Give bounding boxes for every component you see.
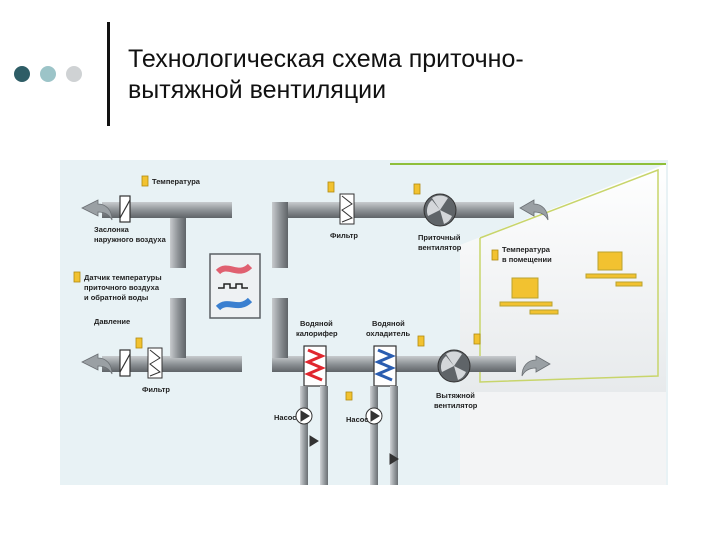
slide-title: Технологическая схема приточно- вытяжной… [128,44,688,106]
label-sensor-3: и обратной воды [84,293,148,302]
label-pressure: Давление [94,317,130,326]
label-temperature: Температура [152,177,201,186]
ventilation-diagram: Температура Заслонка наружного воздуха Д… [60,160,668,485]
label-outdoor-damper-1: Заслонка [94,225,130,234]
label-sensor-2: приточного воздуха [84,283,160,292]
water-pipes [300,386,398,485]
dot-dark [14,66,30,82]
label-heater-2: калорифер [296,329,338,338]
heat-exchanger-icon [209,253,261,319]
filter-icon [147,193,355,379]
sensor-icons [73,175,499,401]
cooler-coil [373,345,397,387]
label-filter-bottom: Фильтр [142,385,170,394]
heater-coil [303,345,327,387]
dot-mid [40,66,56,82]
fan-icon [423,193,471,383]
label-cooler-2: охладитель [366,329,410,338]
label-room-temp-2: в помещении [502,255,552,264]
pump-icon [295,407,399,465]
label-cooler-1: Водяной [372,319,405,328]
title-line-1: Технологическая схема приточно- [128,45,524,73]
label-outdoor-damper-2: наружного воздуха [94,235,167,244]
label-pump-left: Насос [274,413,296,422]
label-sensor-1: Датчик температуры [84,273,162,282]
computer-icon [499,251,643,315]
label-exhaust-fan-1: Вытяжной [436,391,475,400]
label-exhaust-fan-2: вентилятор [434,401,478,410]
title-divider [107,22,110,126]
label-room-temp-1: Температура [502,245,551,254]
dot-light [66,66,82,82]
label-supply-fan-2: вентилятор [418,243,462,252]
label-supply-fan-1: Приточный [418,233,461,242]
room [390,163,666,485]
curved-arrow-icon [81,199,551,377]
label-heater-1: Водяной [300,319,333,328]
decorative-dots [14,66,94,84]
label-pump-right: Насос [346,415,368,424]
damper-icon [119,195,131,377]
title-line-2: вытяжной вентиляции [128,76,387,104]
label-filter-top: Фильтр [330,231,358,240]
